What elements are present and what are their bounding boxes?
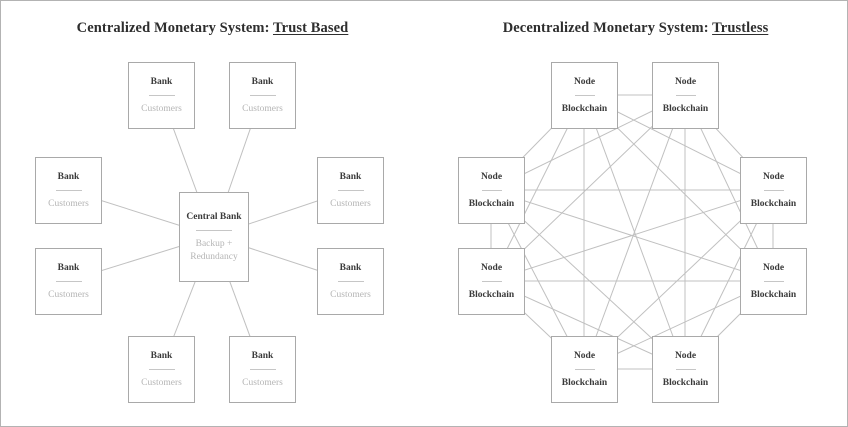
divider (55, 281, 82, 282)
bank-node-subtitle: Customers (242, 378, 283, 388)
divider (763, 281, 784, 282)
bank-node-title: Bank (150, 76, 173, 87)
divider (481, 281, 502, 282)
blockchain-node-title: Node (480, 171, 503, 182)
divider (574, 95, 595, 96)
bank-node-title: Bank (251, 76, 274, 87)
blockchain-node-title: Node (762, 171, 785, 182)
bank-node: Bank Customers (317, 157, 384, 224)
blockchain-node-title: Node (480, 262, 503, 273)
bank-node-subtitle: Customers (48, 290, 89, 300)
divider (675, 369, 696, 370)
blockchain-node-title: Node (573, 76, 596, 87)
bank-node-title: Bank (339, 171, 362, 182)
bank-node: Bank Customers (35, 248, 102, 315)
blockchain-node-subtitle: Blockchain (468, 199, 515, 209)
bank-node-subtitle: Customers (330, 290, 371, 300)
divider (148, 95, 175, 96)
bank-node: Bank Customers (317, 248, 384, 315)
decentralized-panel-title: Decentralized Monetary System: Trustless (424, 20, 847, 37)
blockchain-node-subtitle: Blockchain (561, 378, 608, 388)
bank-node: Bank Customers (128, 336, 195, 403)
bank-node-title: Bank (57, 171, 80, 182)
title-text: Centralized Monetary System: (76, 20, 273, 36)
blockchain-node-title: Node (674, 350, 697, 361)
bank-node: Bank Customers (128, 62, 195, 129)
blockchain-node-title: Node (762, 262, 785, 273)
blockchain-node-subtitle: Blockchain (662, 378, 709, 388)
divider (574, 369, 595, 370)
blockchain-node: Node Blockchain (458, 157, 525, 224)
bank-node-title: Bank (339, 262, 362, 273)
bank-node: Bank Customers (35, 157, 102, 224)
divider (148, 369, 175, 370)
blockchain-node: Node Blockchain (458, 248, 525, 315)
bank-node-subtitle: Customers (48, 199, 89, 209)
central-bank-title: Central Bank (186, 211, 242, 222)
blockchain-node: Node Blockchain (652, 62, 719, 129)
blockchain-node: Node Blockchain (740, 157, 807, 224)
central-bank-node: Central Bank Backup + Redundancy (179, 192, 249, 282)
blockchain-node-subtitle: Blockchain (750, 199, 797, 209)
blockchain-node: Node Blockchain (551, 62, 618, 129)
blockchain-node-subtitle: Blockchain (468, 290, 515, 300)
bank-node-title: Bank (150, 350, 173, 361)
blockchain-node-title: Node (674, 76, 697, 87)
divider (481, 190, 502, 191)
divider (337, 190, 364, 191)
blockchain-node-subtitle: Blockchain (561, 104, 608, 114)
bank-node-subtitle: Customers (141, 104, 182, 114)
divider (675, 95, 696, 96)
bank-node: Bank Customers (229, 62, 296, 129)
blockchain-node-subtitle: Blockchain (662, 104, 709, 114)
bank-node-subtitle: Customers (330, 199, 371, 209)
centralized-diagram-panel: Centralized Monetary System: Trust Based… (1, 1, 424, 426)
blockchain-node: Node Blockchain (652, 336, 719, 403)
title-emphasis: Trustless (712, 20, 769, 36)
bank-node-subtitle: Customers (242, 104, 283, 114)
central-bank-subtitle: Backup + Redundancy (190, 239, 238, 262)
blockchain-node: Node Blockchain (551, 336, 618, 403)
bank-node-title: Bank (251, 350, 274, 361)
divider (196, 230, 232, 232)
divider (249, 369, 276, 370)
blockchain-node: Node Blockchain (740, 248, 807, 315)
blockchain-node-subtitle: Blockchain (750, 290, 797, 300)
title-emphasis: Trust Based (272, 20, 349, 36)
blockchain-node-title: Node (573, 350, 596, 361)
title-text: Decentralized Monetary System: (502, 20, 713, 36)
centralized-panel-title: Centralized Monetary System: Trust Based (1, 20, 424, 37)
divider (249, 95, 276, 96)
bank-node-title: Bank (57, 262, 80, 273)
divider (763, 190, 784, 191)
decentralized-diagram-panel: Decentralized Monetary System: Trustless… (424, 1, 847, 426)
divider (55, 190, 82, 191)
bank-node-subtitle: Customers (141, 378, 182, 388)
divider (337, 281, 364, 282)
bank-node: Bank Customers (229, 336, 296, 403)
